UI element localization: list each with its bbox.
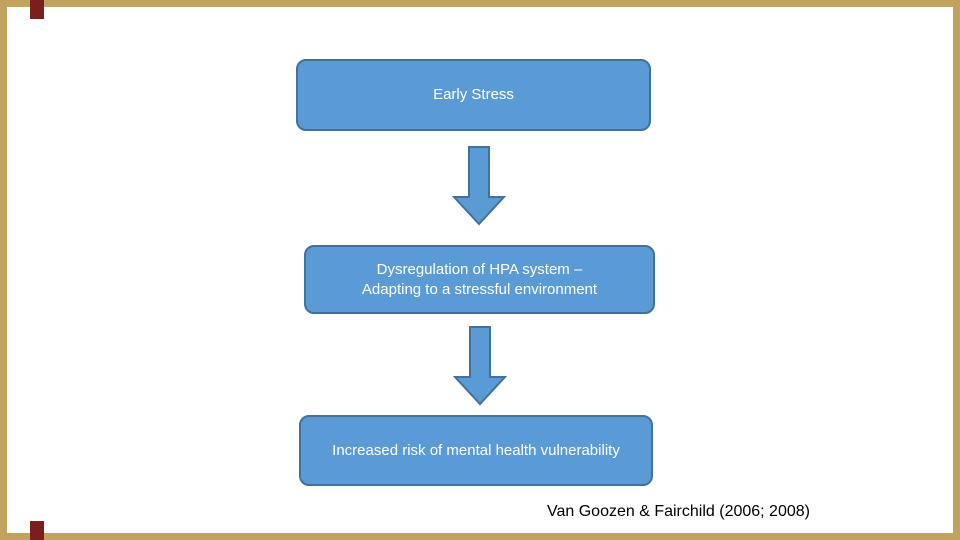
down-arrow-icon xyxy=(453,326,507,406)
citation-text: Van Goozen & Fairchild (2006; 2008) xyxy=(547,503,810,520)
flow-box-hpa-line2: Adapting to a stressful environment xyxy=(361,280,598,298)
frame-bottom-left-accent xyxy=(30,521,44,540)
flow-box-hpa-dysregulation: Dysregulation of HPA system – Adapting t… xyxy=(304,245,655,314)
down-arrow-icon xyxy=(452,146,506,226)
frame-top-left-accent xyxy=(30,0,44,19)
frame-top-band xyxy=(0,0,960,7)
flow-box-early-stress-text: Early Stress xyxy=(433,86,514,103)
flow-box-mental-health-risk-text: Increased risk of mental health vulnerab… xyxy=(332,441,620,459)
flow-box-hpa-line1: Dysregulation of HPA system – xyxy=(376,260,583,278)
frame-right-band xyxy=(953,0,960,540)
flow-box-mental-health-risk: Increased risk of mental health vulnerab… xyxy=(299,415,653,486)
frame-bottom-band xyxy=(0,533,960,540)
flow-box-early-stress: Early Stress xyxy=(296,59,651,131)
frame-left-band xyxy=(0,0,7,540)
